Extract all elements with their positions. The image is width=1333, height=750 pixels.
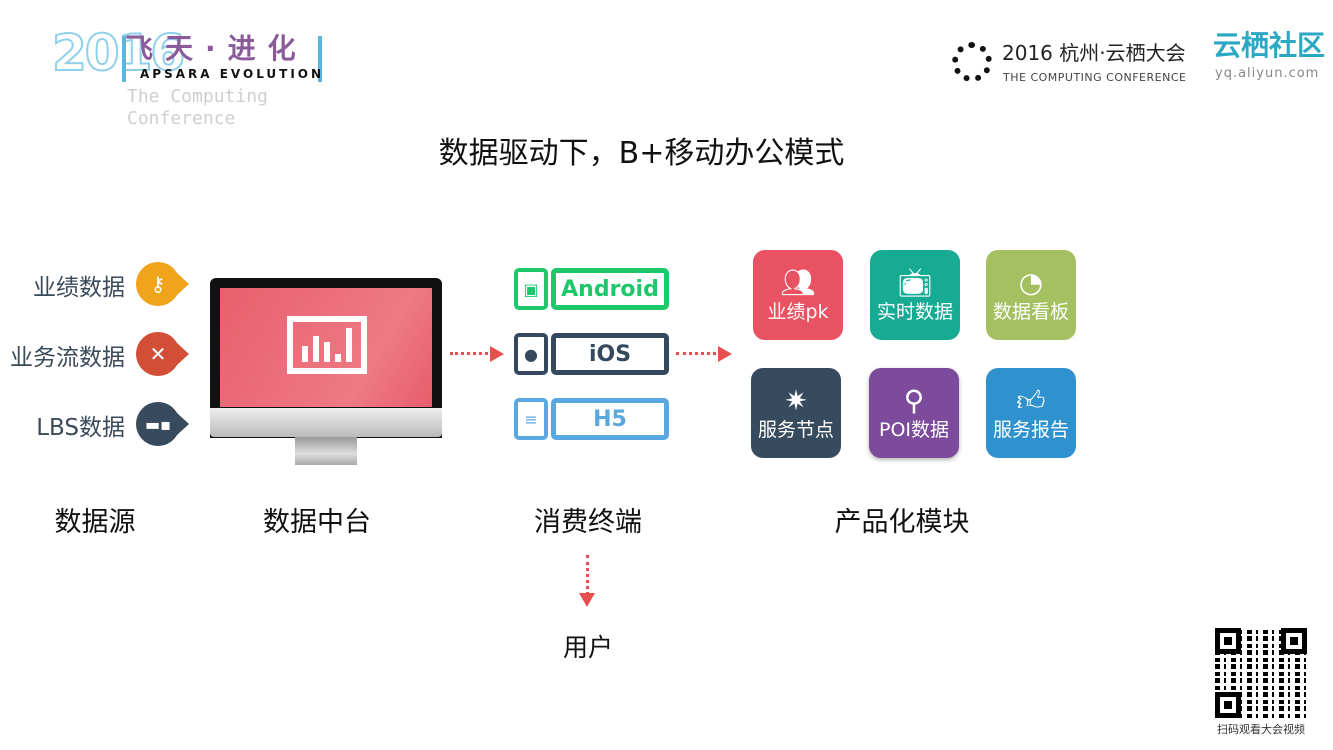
source-label: 业务流数据 (10, 345, 125, 371)
module-tile: 👍︎服务报告 (986, 368, 1076, 458)
arrow-right-icon (450, 346, 504, 362)
module-label: POI数据 (878, 419, 950, 441)
conference-logo-title: 2016 杭州·云栖大会 (1002, 41, 1186, 65)
conference-logo-icon (952, 42, 992, 82)
bar-chart-icon (287, 316, 367, 374)
tv-icon: 📺︎ (897, 266, 933, 299)
event-logo-name: 飞天·进化 (125, 32, 308, 65)
monitor-chin (210, 408, 442, 437)
search-icon: ⚲ (903, 384, 925, 417)
users-icon: 👥︎ (780, 266, 816, 299)
apple-icon: ● (514, 333, 548, 375)
module-label: 实时数据 (876, 301, 953, 323)
module-label: 数据看板 (992, 301, 1069, 323)
platform-h5: H5 (551, 398, 669, 440)
user-label: 用户 (562, 633, 613, 662)
module-tile: ✷服务节点 (751, 368, 841, 458)
event-logo-year: 2016 (51, 24, 186, 82)
thumbs-up-icon: 👍︎ (1016, 384, 1046, 417)
module-tile: ◔数据看板 (986, 250, 1076, 340)
module-tile: 📺︎实时数据 (870, 250, 960, 340)
monitor-stand (295, 437, 357, 465)
arrow-right-icon (676, 346, 732, 362)
rss-icon: ◔ (1018, 266, 1044, 299)
key-icon: ⚷ (136, 262, 189, 306)
column-label-product: 产品化模块 (834, 507, 970, 538)
event-logo-brackets (122, 36, 322, 82)
community-logo-title: 云栖社区 (1213, 29, 1326, 62)
source-label: 业绩数据 (33, 275, 125, 301)
truck-icon: ▬▪ (136, 402, 189, 446)
column-label-platform: 数据中台 (263, 507, 371, 538)
module-label: 服务报告 (992, 419, 1069, 441)
tools-icon: ✕ (136, 332, 189, 376)
conference-logo-subtitle: THE COMPUTING CONFERENCE (1003, 71, 1187, 84)
column-label-consumer: 消费终端 (534, 507, 642, 538)
qr-caption: 扫码观看大会视频 (1217, 723, 1305, 736)
arrow-down-icon (579, 555, 595, 607)
slide-title: 数据驱动下，B+移动办公模式 (438, 136, 845, 171)
platform-android: Android (551, 268, 669, 310)
android-icon: ▣ (514, 268, 548, 310)
platform-ios: iOS (551, 333, 669, 375)
document-icon: ≡ (514, 398, 548, 440)
event-logo-subtitle: The Computing Conference (127, 86, 268, 129)
module-label: 业绩pk (767, 301, 829, 323)
source-label: LBS数据 (36, 415, 125, 441)
community-logo-url: yq.aliyun.com (1215, 66, 1320, 81)
event-logo-name-en: APSARA EVOLUTION (140, 67, 325, 81)
module-tile: 👥︎业绩pk (753, 250, 843, 340)
module-label: 服务节点 (757, 419, 834, 441)
column-label-source: 数据源 (54, 507, 136, 538)
magic-wand-icon: ✷ (784, 384, 808, 417)
qr-code (1215, 628, 1307, 718)
module-tile: ⚲POI数据 (869, 368, 959, 458)
